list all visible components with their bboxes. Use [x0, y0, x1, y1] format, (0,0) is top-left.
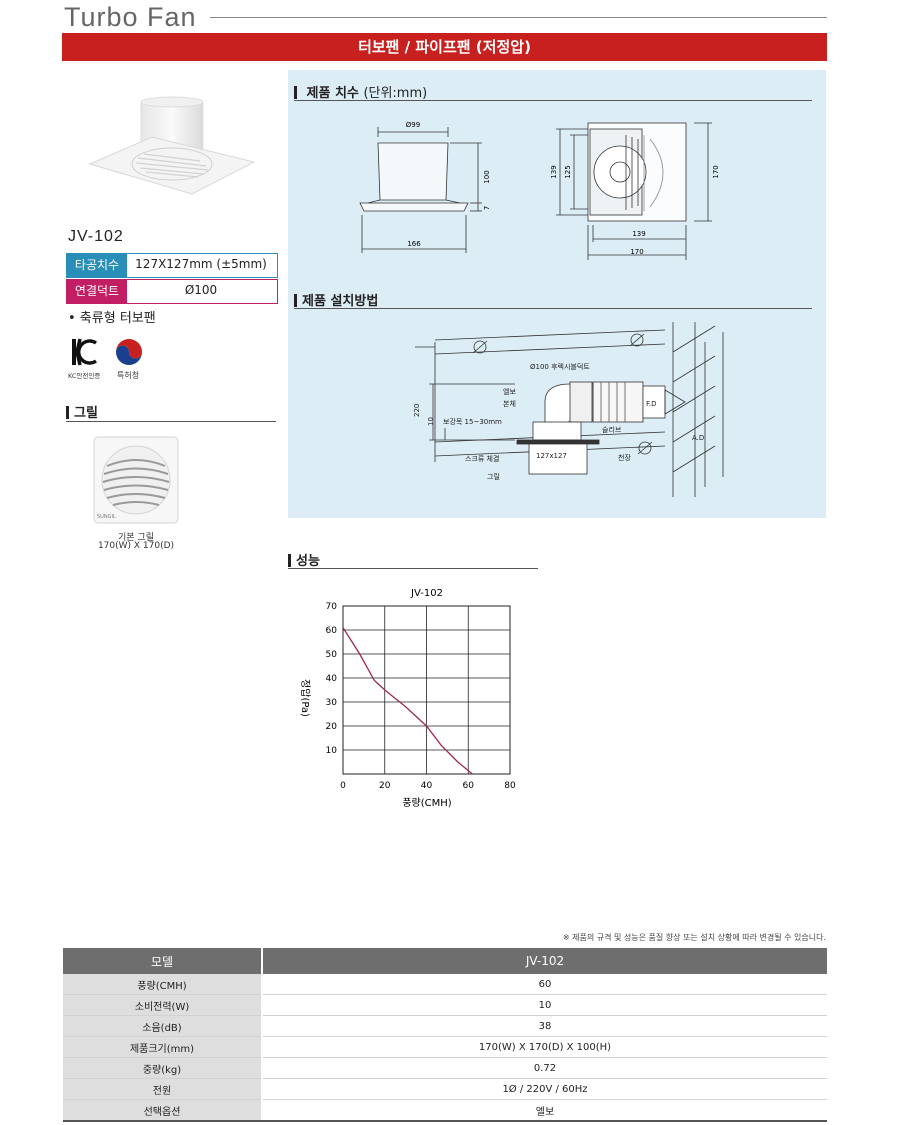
brand-divider — [210, 17, 827, 18]
kc-mark-icon — [72, 338, 98, 366]
series-line — [342, 627, 473, 775]
spec-key: 소비전력(W) — [63, 994, 263, 1016]
y-tick-label: 10 — [326, 746, 338, 756]
table-header-row: 모델 JV-102 — [63, 948, 827, 974]
front-dim-w1: 139 — [632, 230, 645, 238]
label-ad: A.D — [692, 434, 704, 442]
dimension-heading: 제품 치수 (단위:mm) — [294, 82, 428, 101]
certification-icons: KC안전인증 특허청 — [68, 338, 142, 380]
side-dimension-drawing: Ø99 100 7 166 — [359, 121, 491, 253]
install-heading: 제품 설치방법 — [294, 290, 378, 309]
label-sleeve: 슬리브 — [602, 425, 622, 434]
front-dimension-drawing: 139 125 170 139 170 — [550, 122, 720, 260]
chart-title: JV-102 — [410, 588, 443, 599]
front-dim-right: 170 — [712, 165, 720, 178]
table-row: 중량(kg)0.72 — [63, 1057, 827, 1079]
y-tick-label: 70 — [326, 602, 338, 612]
dim-top: Ø99 — [406, 121, 420, 129]
label-body: 본체 — [503, 400, 516, 408]
grill-caption-1: 기본 그릴 — [118, 533, 154, 543]
y-tick-label: 50 — [326, 650, 338, 660]
installation-drawing: Ø100 후렉시블덕트 엘보 본체 보강목 15~30mm 슬리브 스크류 체결… — [413, 322, 724, 497]
label-220: 220 — [413, 404, 421, 417]
y-tick-label: 20 — [326, 722, 338, 732]
x-tick-label: 80 — [504, 781, 516, 791]
table-row: 소비전력(W)10 — [63, 994, 827, 1016]
front-dim-h2: 125 — [564, 165, 572, 178]
spec-key: 중량(kg) — [63, 1057, 263, 1079]
spec-value-cell: 0.72 — [262, 1057, 827, 1079]
label-hole: 127x127 — [536, 452, 567, 460]
spec-value-cell: 10 — [262, 994, 827, 1016]
spec-value-cell: 엘보 — [262, 1099, 827, 1122]
spec-label: 타공치수 — [67, 254, 127, 277]
dim-width: 166 — [407, 240, 421, 248]
feature-text: • 축류형 터보팬 — [68, 311, 156, 326]
category-banner: 터보팬 / 파이프팬 (저정압) — [62, 33, 827, 61]
spec-key: 선택옵션 — [63, 1099, 263, 1122]
table-header-value: JV-102 — [262, 948, 827, 974]
cert-label-patent: 특허청 — [117, 371, 139, 380]
product-photo — [88, 96, 256, 195]
dim-height: 100 — [483, 170, 491, 183]
spec-hole-size: 타공치수 127X127mm (±5mm) — [66, 253, 278, 278]
label-duct: Ø100 후렉시블덕트 — [530, 362, 590, 371]
x-tick-label: 0 — [340, 781, 346, 791]
grill-logo: SUNGIL — [97, 514, 116, 520]
table-row: 풍량(CMH)60 — [63, 974, 827, 995]
spec-value-cell: 1Ø / 220V / 60Hz — [262, 1078, 827, 1100]
brand-title: Turbo Fan — [64, 2, 197, 32]
grill-photo: SUNGIL — [93, 436, 179, 524]
dim-flange: 7 — [483, 206, 491, 210]
cert-label-kc: KC안전인증 — [68, 371, 100, 380]
dimension-unit: (단위:mm) — [363, 86, 428, 101]
spec-label: 연결덕트 — [67, 280, 127, 303]
front-dim-h1: 139 — [550, 165, 558, 178]
dimension-rule — [294, 100, 812, 101]
x-tick-label: 60 — [463, 781, 475, 791]
label-grill: 그릴 — [487, 473, 500, 481]
spec-key: 전원 — [63, 1078, 263, 1100]
y-tick-label: 30 — [326, 698, 338, 708]
install-rule — [294, 308, 812, 309]
patent-office-icon — [116, 339, 142, 365]
spec-value: Ø100 — [127, 280, 275, 301]
performance-chart: JV-102 풍량(CMH) 정압(Pa) 0 20 40 60 80 10 20 30 40 5… — [299, 588, 516, 809]
spec-duct: 연결덕트 Ø100 — [66, 279, 278, 304]
label-screw: 스크류 체결 — [465, 454, 499, 463]
performance-rule — [288, 568, 538, 569]
spec-value: 127X127mm (±5mm) — [127, 254, 275, 275]
model-name: JV-102 — [68, 228, 124, 245]
label-rein: 보강목 15~30mm — [443, 417, 502, 426]
chart-ylabel: 정압(Pa) — [299, 679, 312, 717]
x-tick-label: 20 — [379, 781, 391, 791]
y-tick-label: 60 — [326, 626, 338, 636]
disclaimer-note: ※ 제품의 규격 및 성능은 품질 향상 또는 설치 상황에 따라 변경될 수 … — [562, 933, 826, 942]
table-row: 소음(dB)38 — [63, 1015, 827, 1037]
spec-key: 소음(dB) — [63, 1015, 263, 1037]
performance-heading: 성능 — [288, 550, 320, 569]
label-10: 10 — [427, 417, 435, 426]
front-dim-w2: 170 — [630, 248, 643, 256]
y-tick-label: 40 — [326, 674, 338, 684]
grill-heading-rule — [66, 421, 276, 422]
grill-heading: 그릴 — [66, 402, 98, 421]
label-elbow: 엘보 — [503, 388, 516, 396]
table-row: 제품크기(mm)170(W) X 170(D) X 100(H) — [63, 1036, 827, 1058]
spec-key: 풍량(CMH) — [63, 974, 263, 995]
table-header-key: 모델 — [63, 948, 263, 974]
spec-value-cell: 38 — [262, 1015, 827, 1037]
spec-value-cell: 60 — [262, 974, 827, 995]
spec-key: 제품크기(mm) — [63, 1036, 263, 1058]
spec-value-cell: 170(W) X 170(D) X 100(H) — [262, 1036, 827, 1058]
label-ceiling: 천장 — [618, 453, 631, 462]
grill-caption-2: 170(W) X 170(D) — [97, 541, 175, 551]
label-fd: F.D — [646, 400, 657, 408]
chart-xlabel: 풍량(CMH) — [402, 797, 451, 809]
x-tick-label: 40 — [421, 781, 433, 791]
dimension-heading-text: 제품 치수 — [306, 86, 359, 101]
